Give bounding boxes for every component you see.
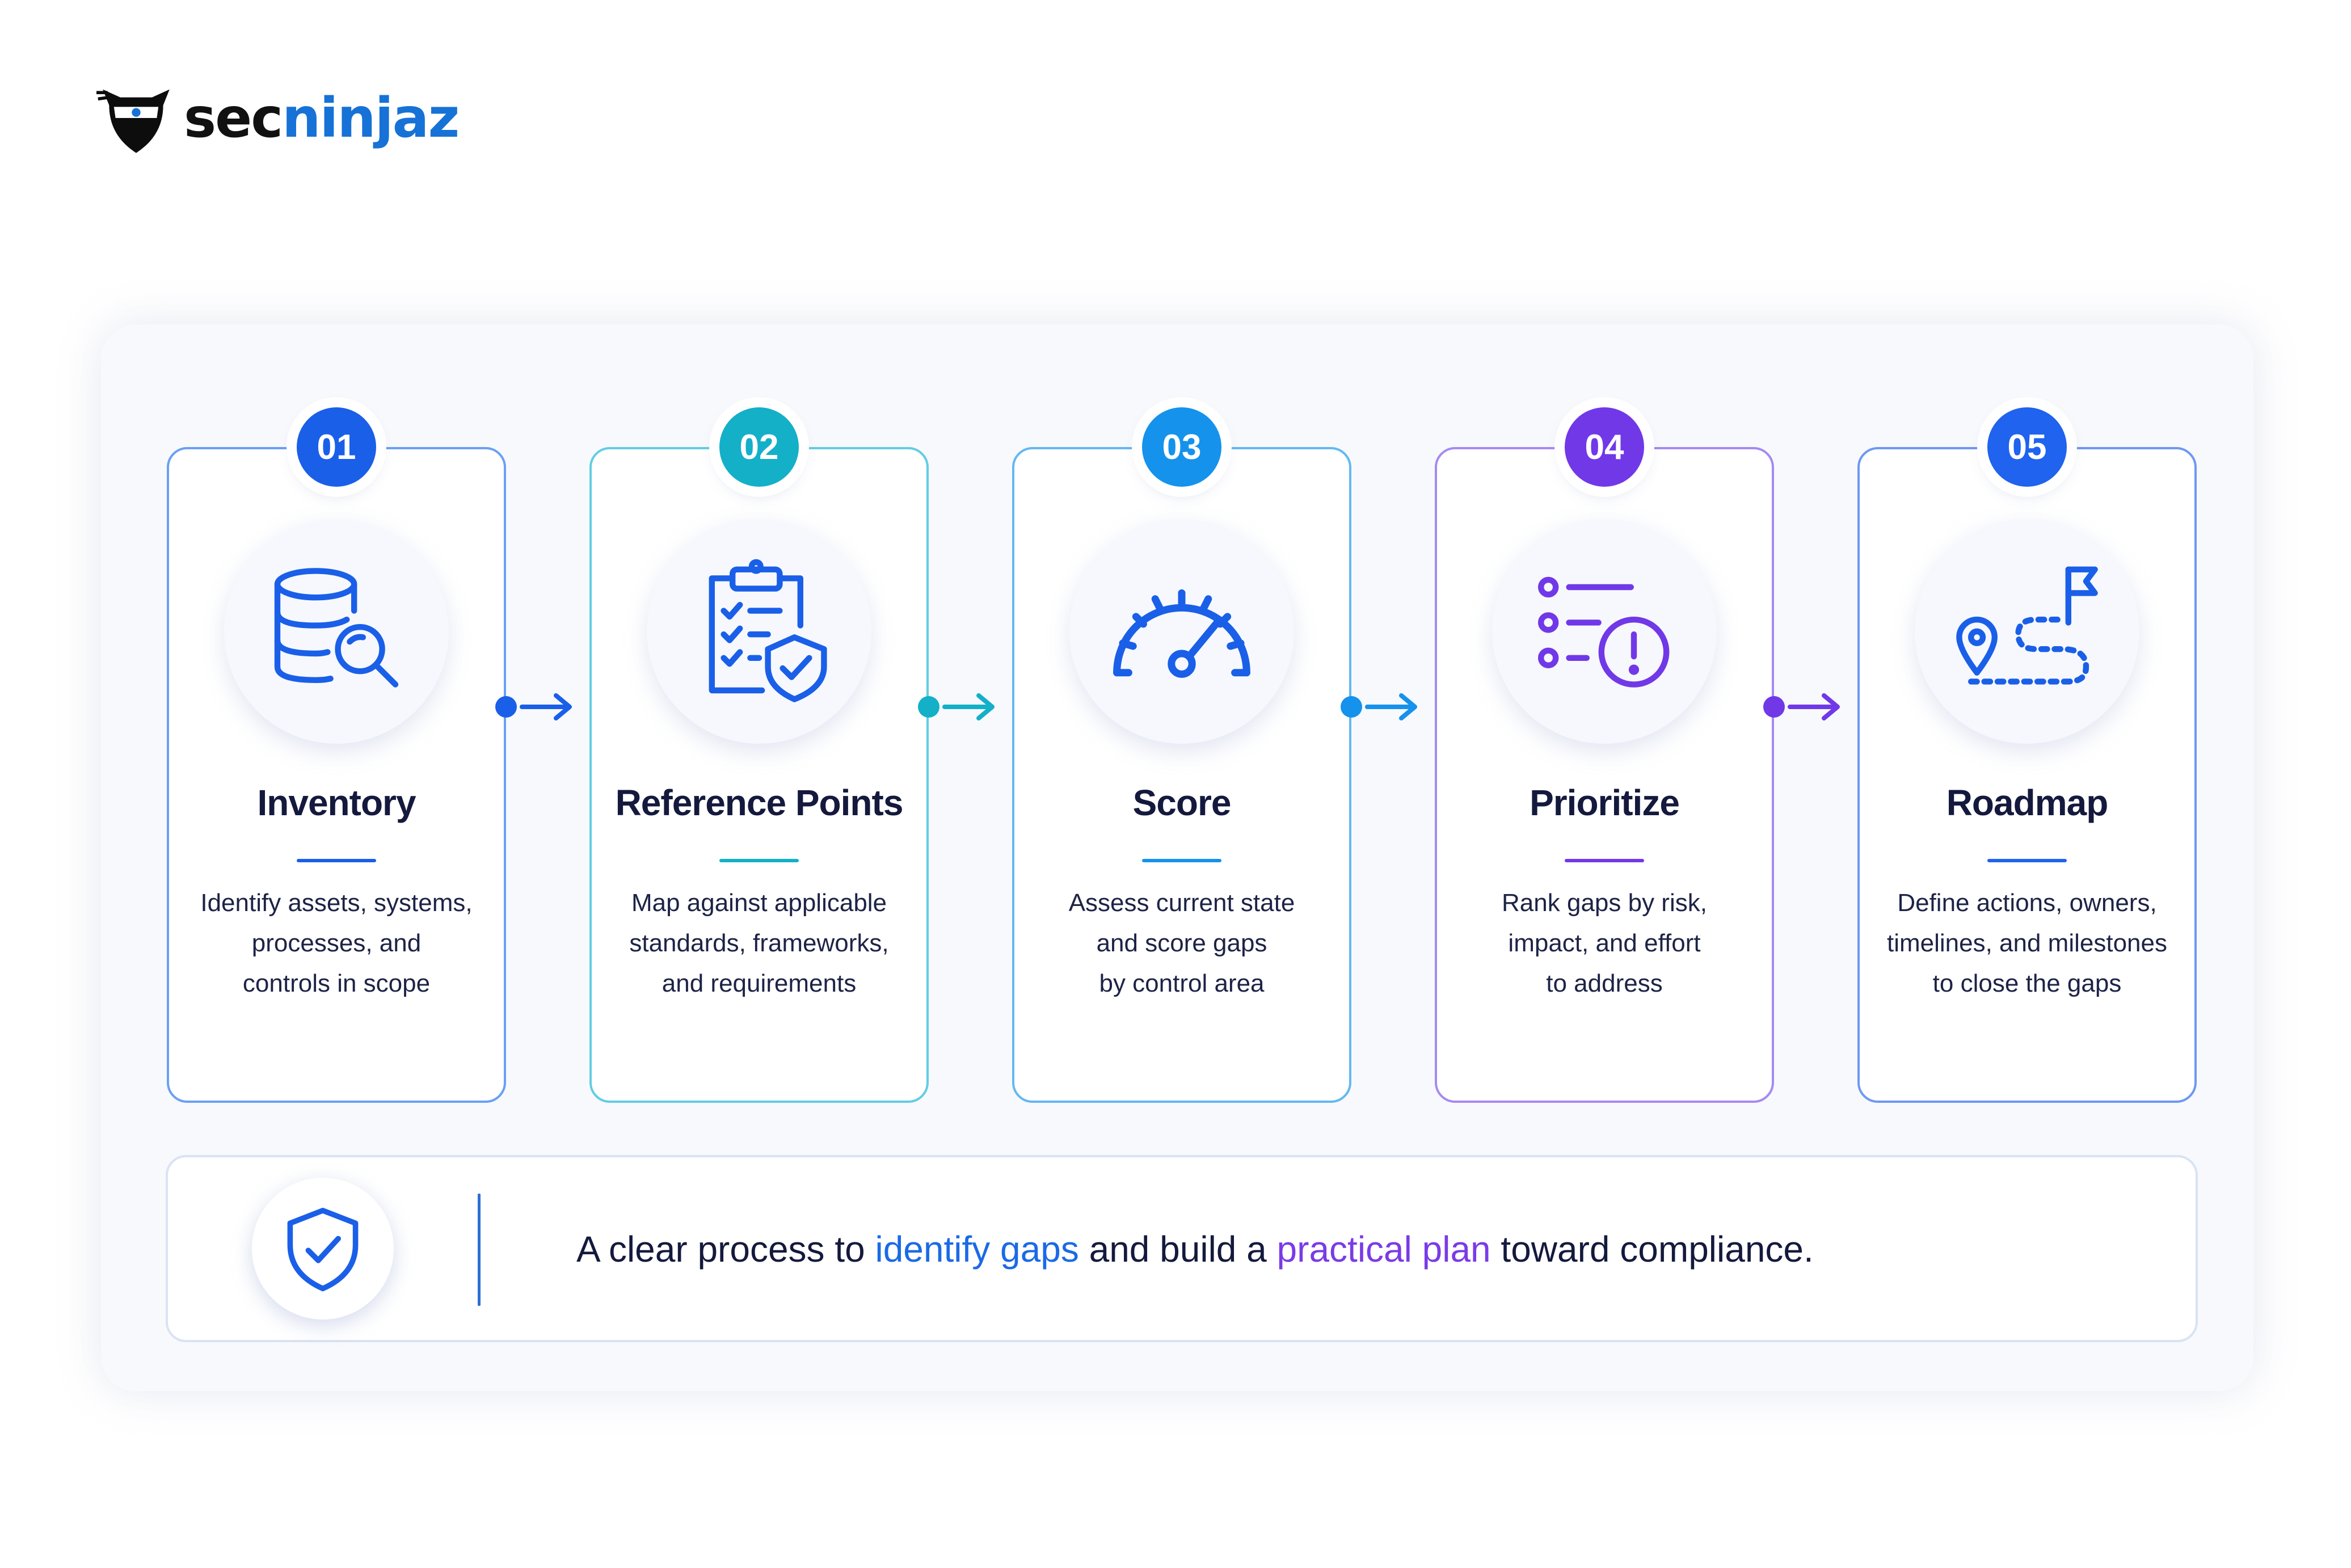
step-title: Prioritize: [1530, 782, 1680, 823]
step-description: Identify assets, systems, processes, and…: [200, 889, 473, 997]
summary-shield-badge: [252, 1178, 394, 1320]
title-underline: [1565, 859, 1644, 862]
step-number-badge: 01: [297, 407, 376, 487]
title-underline: [1987, 859, 2067, 862]
connector-arrow-icon: [918, 693, 995, 720]
brand-name-part1: sec: [184, 86, 283, 150]
step-number-badge: 04: [1565, 407, 1644, 487]
step-title: Roadmap: [1946, 782, 2109, 823]
clipboard-shield-icon: [709, 559, 827, 702]
step-title: Score: [1132, 782, 1232, 823]
ninja-logo-icon: [96, 89, 170, 153]
connector-arrow-icon: [495, 693, 572, 720]
step-number-badge: 03: [1142, 407, 1221, 487]
step-icon-circle: [1492, 519, 1717, 744]
tagline-highlight-identify-gaps: identify gaps: [875, 1229, 1079, 1270]
step-icon-circle: [647, 519, 871, 744]
step-icon-circle: [1915, 519, 2139, 744]
summary-bar: [166, 1155, 2198, 1342]
step-number-badge: 05: [1987, 407, 2067, 487]
database-search-icon: [274, 568, 399, 688]
step-title: Inventory: [257, 782, 416, 823]
priority-list-alert-icon: [1538, 576, 1670, 688]
step-description: Map against applicable standards, framew…: [629, 889, 889, 997]
step-number-badge: 02: [719, 407, 799, 487]
shield-check-icon: [287, 1208, 359, 1292]
step-title: Reference Points: [615, 782, 904, 823]
step-description: Define actions, owners, timelines, and m…: [1886, 889, 2167, 997]
step-description: Assess current state and score gaps by c…: [1068, 889, 1295, 997]
roadmap-flag-icon: [1956, 566, 2098, 685]
title-underline: [719, 859, 799, 862]
summary-tagline: A clear process to identify gaps and bui…: [576, 1228, 1814, 1270]
speedometer-icon: [1113, 589, 1250, 678]
tagline-text: and build a: [1078, 1229, 1277, 1270]
step-icon-circle: [1069, 519, 1294, 744]
connector-arrow-icon: [1763, 693, 1840, 720]
step-description: Rank gaps by risk, impact, and effort to…: [1502, 889, 1707, 997]
secninjaz-logo: secninjaz: [96, 78, 460, 158]
title-underline: [1142, 859, 1221, 862]
connector-arrow-icon: [1341, 693, 1417, 720]
summary-divider: [478, 1194, 481, 1306]
brand-name: secninjaz: [184, 91, 460, 145]
title-underline: [297, 859, 376, 862]
tagline-highlight-practical-plan: practical plan: [1276, 1229, 1491, 1270]
brand-name-part2: ninjaz: [282, 86, 460, 150]
step-card-prioritize: [1435, 447, 1774, 1103]
tagline-text: toward compliance.: [1490, 1229, 1814, 1270]
tagline-text: A clear process to: [576, 1229, 875, 1270]
step-icon-circle: [224, 519, 449, 744]
